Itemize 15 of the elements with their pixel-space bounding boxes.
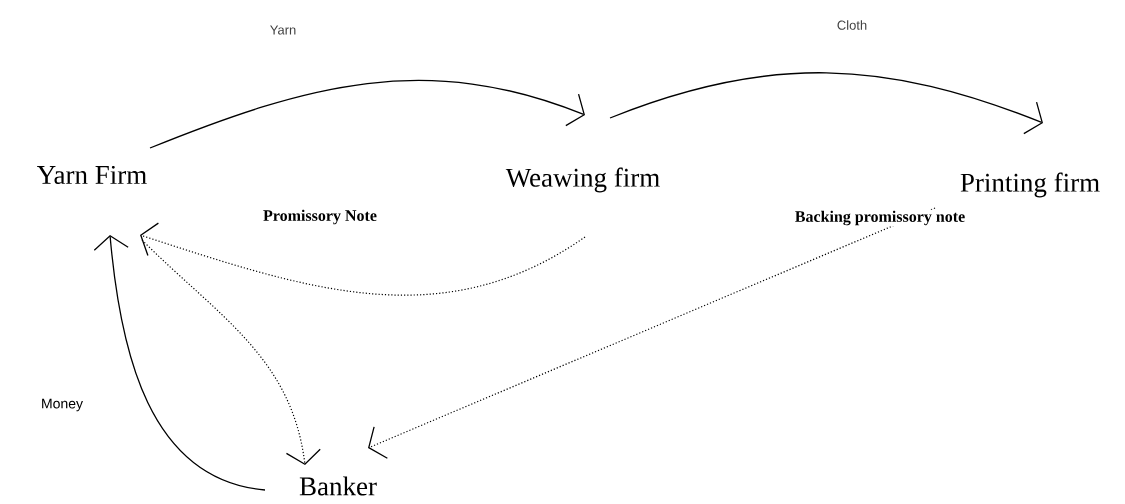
arrow bbox=[149, 80, 585, 149]
arrow bbox=[140, 222, 586, 296]
firm-label: Banker bbox=[299, 476, 377, 496]
firm-label: Yarn Firm bbox=[37, 165, 147, 185]
arrow bbox=[141, 239, 321, 465]
firm-label: Printing firm bbox=[960, 172, 1100, 198]
edge-label: Yarn bbox=[268, 24, 298, 36]
arrow bbox=[368, 207, 936, 459]
edge-label: Backing promissory note bbox=[793, 209, 967, 227]
firm-label: Weawing firm bbox=[505, 167, 660, 193]
edge-label: Cloth bbox=[835, 19, 869, 31]
edge-label: Promissory Note bbox=[262, 208, 378, 226]
edge-label: Money bbox=[40, 397, 84, 413]
arrow bbox=[609, 72, 1043, 135]
arrow bbox=[93, 235, 266, 491]
